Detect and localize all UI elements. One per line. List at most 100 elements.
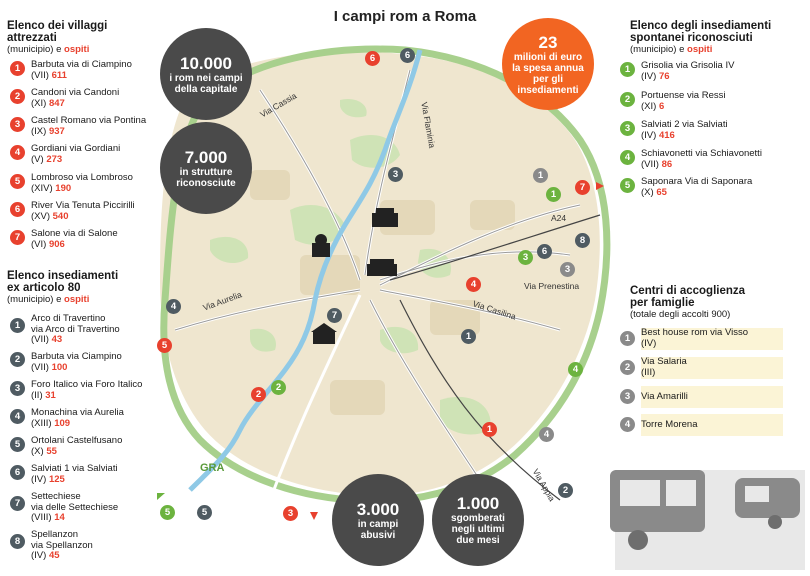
- list-item: Best house rom via Visso(IV): [641, 327, 783, 350]
- stat-bubble-3000: 3.000 in campi abusivi: [332, 474, 424, 566]
- item-mun: (VII): [31, 334, 49, 345]
- list-item: Torre Morena: [641, 414, 783, 436]
- legend-badge-dark: 8: [10, 534, 25, 549]
- item-name: Barbuta via Ciampino: [31, 351, 122, 362]
- legend-badge-gray: 3: [620, 389, 635, 404]
- stat-bubble-7000: 7.000 in strutture riconosciute: [160, 122, 252, 214]
- item-mun: (XI): [641, 100, 657, 112]
- legend-badge-red: 2: [10, 89, 25, 104]
- legend-badge-green: 1: [620, 62, 635, 77]
- map-marker: 1: [546, 187, 561, 202]
- list-item: Salviati 2 via Salviati(IV) 416: [641, 119, 728, 141]
- list-item: Barbuta via di Ciampino(VII) 611: [31, 59, 132, 81]
- item-num: 847: [48, 97, 65, 109]
- item-mun: (III): [641, 366, 656, 378]
- stat-text: della capitale: [174, 83, 238, 95]
- item-name: Best house rom via Visso: [641, 327, 749, 338]
- item-num: 100: [51, 361, 68, 373]
- item-mun: (IX): [31, 125, 47, 137]
- legend-badge-red: 4: [10, 145, 25, 160]
- list-item: Gordiani via Gordiani(V) 273: [31, 143, 121, 165]
- spontanei-title-1: Elenco degli insediamenti: [630, 20, 772, 32]
- item-name: Gordiani via Gordiani: [31, 143, 121, 154]
- item-num: 55: [46, 445, 57, 457]
- legend-badge-green: 5: [620, 178, 635, 193]
- caravan-illustration: [610, 470, 805, 570]
- legend-badge-dark: 2: [10, 352, 25, 367]
- item-mun: (X): [641, 186, 654, 198]
- item-name: Foro Italico via Foro Italico: [31, 379, 143, 390]
- stat-text: negli ultimi: [451, 524, 505, 535]
- label-gra: GRA: [200, 462, 225, 474]
- item-name: Ortolani Castelfusano: [31, 435, 123, 446]
- label-a24: A24: [551, 213, 567, 223]
- item-num: 416: [658, 129, 675, 141]
- list-item: River Via Tenuta Piccirilli(XV) 540: [31, 200, 135, 222]
- item-mun: (XIV): [31, 182, 53, 194]
- spontanei-header: Elenco degli insediamenti spontanei rico…: [630, 20, 805, 55]
- page-title: I campi rom a Roma: [333, 8, 477, 25]
- item-num: 31: [45, 389, 56, 401]
- item-mun: (VII): [641, 158, 659, 170]
- item-num: 190: [55, 182, 72, 194]
- item-num: 76: [658, 70, 670, 82]
- item-name-2: via delle Settechiese: [31, 501, 119, 513]
- stat-value: 3.000: [356, 499, 400, 519]
- item-name-2: via Arco di Travertino: [31, 323, 120, 335]
- stat-text: abusivi: [360, 529, 396, 541]
- item-name: Via Amarilli: [641, 391, 688, 402]
- stat-value: 1.000: [456, 494, 500, 513]
- item-name: Grisolia via Grisolia IV: [641, 60, 735, 71]
- map-marker: 3: [518, 250, 533, 265]
- centri-title-1: Centri di accoglienza: [630, 285, 746, 297]
- item-num: 273: [46, 153, 63, 165]
- item-mun: (IV): [641, 129, 657, 141]
- map-marker: 3: [388, 167, 403, 182]
- legend-badge-dark: 7: [10, 496, 25, 511]
- item-name: Barbuta via di Ciampino: [31, 59, 132, 70]
- legend-badge-dark: 5: [10, 437, 25, 452]
- legend-badge-red: 1: [10, 61, 25, 76]
- item-name: Schiavonetti via Schiavonetti: [641, 148, 762, 159]
- map-marker: 7: [327, 308, 342, 323]
- spontanei-sub-hl: ospiti: [687, 44, 713, 55]
- centri-sub: (totale degli accolti 900): [630, 309, 731, 320]
- item-mun: (IV): [31, 550, 47, 561]
- item-num: 43: [51, 334, 63, 345]
- spontanei-title-2: spontanei riconosciuti: [630, 32, 753, 44]
- stat-bubble-10000: 10.000 i rom nei campi della capitale: [160, 28, 252, 120]
- item-num: 109: [54, 417, 71, 429]
- legend-badge-green: 4: [620, 150, 635, 165]
- map-marker: 1: [461, 329, 476, 344]
- map-marker: 1: [482, 422, 497, 437]
- map-marker: 4: [539, 427, 554, 442]
- legend-badge-red: 5: [10, 174, 25, 189]
- legend-badge-red: 6: [10, 202, 25, 217]
- legend-badge-dark: 4: [10, 409, 25, 424]
- list-item: Grisolia via Grisolia IV(IV) 76: [641, 60, 735, 82]
- stat-text: per gli: [532, 73, 563, 85]
- item-mun: (VIII): [31, 512, 52, 523]
- item-mun: (XIII): [31, 417, 52, 429]
- item-name: Spellanzon: [31, 529, 79, 540]
- item-name: Salviati 1 via Salviati: [31, 463, 118, 474]
- item-name: Settechiese: [31, 491, 81, 502]
- map-marker: 2: [271, 380, 286, 395]
- item-mun: (VI): [31, 238, 47, 250]
- stat-value: 23: [538, 32, 558, 52]
- legend-badge-dark: 1: [10, 318, 25, 333]
- map-marker: 4: [568, 362, 583, 377]
- stat-text: in strutture: [179, 166, 233, 178]
- item-mun: (VII): [31, 69, 49, 81]
- map-marker: 2: [251, 387, 266, 402]
- legend-badge-green: 3: [620, 121, 635, 136]
- item-mun: (X): [31, 445, 44, 457]
- list-item: Salviati 1 via Salviati(IV) 125: [31, 463, 118, 485]
- list-item: Saponara Via di Saponara(X) 65: [641, 176, 752, 198]
- list-item: Via Salaria(III): [641, 356, 783, 379]
- item-name: Lombroso via Lombroso: [31, 172, 133, 183]
- item-mun: (IV): [641, 337, 657, 349]
- stat-text: sgomberati: [451, 513, 505, 524]
